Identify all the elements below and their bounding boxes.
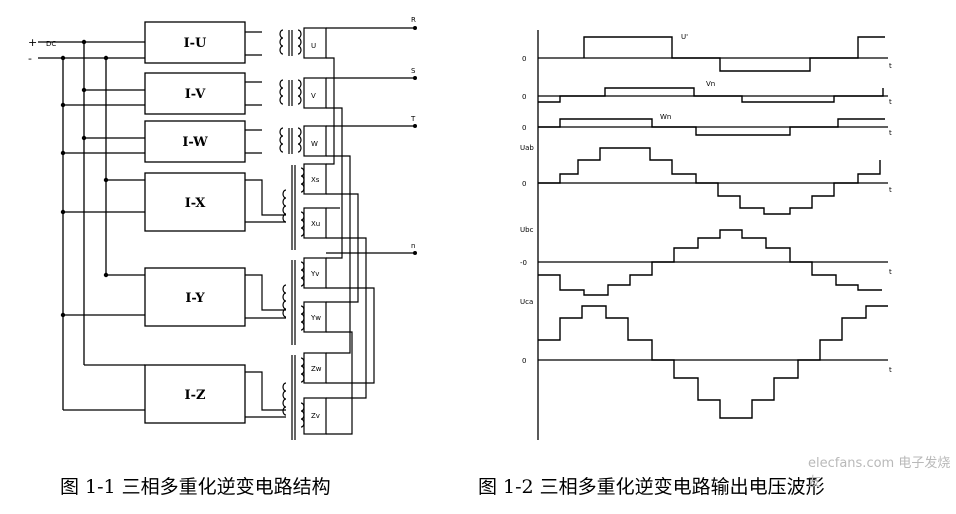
caption-left: 图 1-1 三相多重化逆变电路结构 [60,476,331,498]
output-label-n: n [411,242,415,250]
end-mark-4: t [889,186,892,194]
winding-label-w: W [311,140,318,148]
wave-label-u: U' [681,33,688,41]
block-label-iu: I-U [184,36,207,51]
wave-label-vn: Vn [706,80,715,88]
transformer-coils [279,29,305,440]
block-label-iy: I-Y [185,291,205,306]
zero-label-1: 0 [522,55,526,63]
block-label-ix: I-X [185,196,207,211]
winding-label-xu: Xu [311,220,320,228]
winding-label-yv: Yv [310,270,319,278]
zero-label-2: 0 [522,93,526,101]
watermark: elecfans.com 电子发烧友 [808,456,951,490]
wave-label-uab: Uab [520,144,534,152]
waveform-wn [538,118,885,136]
block-label-iw: I-W [182,135,208,150]
winding-label-u: U [311,42,316,50]
circuit-diagram [38,41,145,411]
winding-label-xs: Xs [311,176,320,184]
output-terminals [413,26,417,255]
dc-minus: - [28,52,32,65]
block-label-iv: I-V [185,87,207,102]
primary-wiring [245,31,286,418]
waveform-panel [537,30,888,440]
end-mark-3: t [889,129,892,137]
winding-label-zw: Zw [311,365,322,373]
waveform-uca [538,305,888,419]
output-label-s: S [411,67,416,75]
winding-label-zv: Zv [311,412,320,420]
zero-label-4: 0 [522,180,526,188]
zero-label-3: 0 [522,124,526,132]
waveform-ubc [538,229,882,296]
wave-label-wn: Wn [660,113,671,121]
end-mark-2: t [889,98,892,106]
waveform-vn [538,87,884,103]
zero-label-5: -0 [520,259,527,267]
end-mark-6: t [889,366,892,374]
output-label-r: R [411,16,416,24]
junction-dots [60,39,109,318]
winding-label-v: V [311,92,316,100]
caption-right: 图 1-2 三相多重化逆变电路输出电压波形 [478,476,825,498]
end-mark-5: t [889,268,892,276]
secondary-boxes [303,27,327,435]
output-wiring [326,27,415,435]
dc-label: DC [46,40,56,48]
waveforms [538,36,888,419]
wave-label-uca: Uca [520,298,533,306]
winding-label-yw: Yw [310,314,321,322]
waveform-u [583,36,885,72]
end-mark-1: t [889,62,892,70]
wave-label-ubc: Ubc [520,226,534,234]
output-label-t: T [410,115,416,123]
dc-plus: + [28,36,37,49]
zero-label-6: 0 [522,357,526,365]
inverter-blocks [144,21,246,424]
block-label-iz: I-Z [185,388,206,403]
waveform-uab [538,147,881,215]
